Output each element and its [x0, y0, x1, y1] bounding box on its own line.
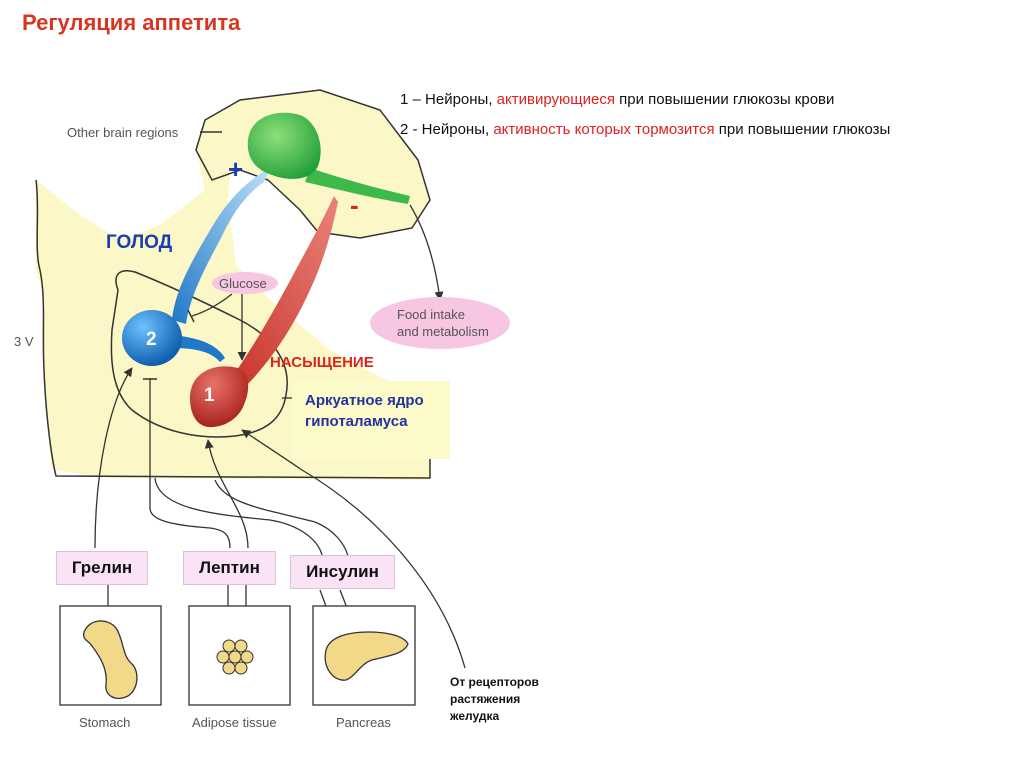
pancreas-icon	[324, 631, 409, 681]
arcuate-nucleus-outline	[110, 270, 288, 438]
neuron2-short-axon	[172, 335, 225, 362]
plus-sign: +	[228, 154, 243, 184]
stomach-icon	[82, 620, 138, 699]
insulin-path-1	[154, 477, 323, 556]
neuron2-axon	[172, 168, 270, 324]
legend2-suffix: при повышении глюкозы	[714, 121, 891, 138]
hunger-label: ГОЛОД	[106, 232, 173, 253]
adipose-label: Adipose tissue	[192, 715, 277, 730]
arcuate-label-box	[292, 381, 450, 459]
tissue-left-outline	[35, 179, 431, 479]
glucose-inhibit-bar	[187, 309, 195, 323]
green-neuron-axon	[305, 168, 410, 204]
ventricle-label: 3 V	[14, 334, 34, 349]
pancreas-label: Pancreas	[336, 715, 391, 730]
ghrelin-box: Грелин	[56, 551, 148, 585]
green-neuron-body	[247, 112, 321, 179]
arcuate-line1: Аркуатное ядро	[305, 392, 424, 409]
ghrelin-path	[94, 367, 133, 549]
stretch-receptor-path	[241, 429, 466, 669]
receptor-line3: желудка	[450, 709, 500, 723]
insulin-path-2	[214, 479, 349, 557]
glucose-oval	[212, 272, 278, 294]
neuron1-body	[190, 366, 249, 428]
leptin-box: Лептин	[183, 551, 276, 585]
legend-neuron1: 1 – Нейроны, активирующиеся при повышени…	[400, 91, 834, 108]
legend1-suffix: при повышении глюкозы крови	[614, 91, 835, 108]
legend-neuron2: 2 - Нейроны, активность которых тормозит…	[400, 121, 890, 138]
legend1-highlight: активирующиеся	[496, 91, 615, 108]
minus-sign: -	[350, 190, 359, 220]
food-intake-line1: Food intake	[397, 307, 465, 322]
leptin-inhibit-path	[149, 378, 231, 549]
legend1-prefix: 1 – Нейроны,	[400, 91, 497, 108]
legend2-prefix: 2 - Нейроны,	[400, 121, 494, 138]
food-intake-line2: and metabolism	[397, 324, 489, 339]
arcuate-line2: гипоталамуса	[305, 413, 408, 430]
other-brain-label: Other brain regions	[67, 125, 179, 140]
food-intake-oval	[370, 297, 510, 349]
neuron2-body	[122, 310, 182, 366]
green-to-food-arrow	[409, 204, 444, 301]
receptor-line1: От рецепторов	[450, 675, 539, 689]
fat-cells-icon	[216, 639, 254, 675]
arcuate-nucleus-label: Аркуатное ядро гипоталамуса	[305, 390, 424, 432]
page-title: Регуляция аппетита	[22, 10, 241, 35]
neuron1-axon	[230, 196, 338, 392]
stretch-receptor-label: От рецепторов растяжения желудка	[450, 674, 539, 725]
neuron2-number: 2	[146, 329, 157, 350]
legend2-highlight: активность которых тормозится	[493, 121, 715, 138]
stomach-label: Stomach	[79, 715, 130, 730]
receptor-line2: растяжения	[450, 692, 521, 706]
satiety-label: НАСЫЩЕНИЕ	[270, 354, 374, 371]
glucose-label: Glucose	[219, 276, 267, 291]
neuron1-number: 1	[204, 385, 215, 406]
glucose-inhibit-line	[191, 293, 233, 317]
insulin-box: Инсулин	[290, 555, 395, 589]
